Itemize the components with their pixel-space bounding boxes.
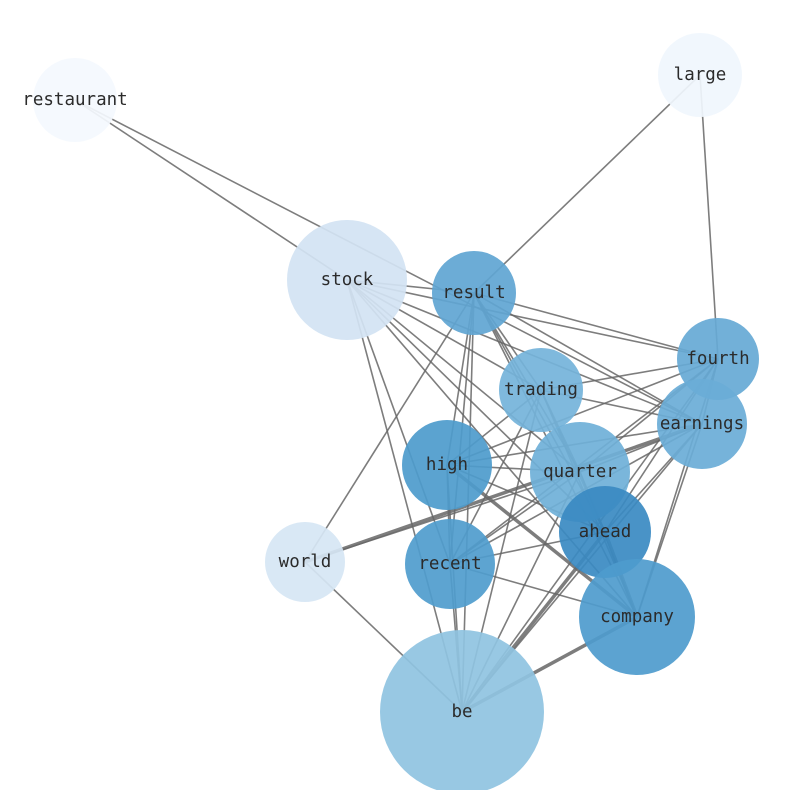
graph-node-ahead[interactable] [559, 486, 651, 578]
graph-node-restaurant[interactable] [33, 58, 117, 142]
graph-node-earnings[interactable] [657, 379, 747, 469]
graph-edge [304, 422, 703, 564]
graph-node-large[interactable] [658, 33, 742, 117]
graph-edge [699, 74, 719, 360]
graph-edge [446, 358, 719, 466]
graph-node-company[interactable] [579, 559, 695, 675]
graph-edge [346, 279, 719, 360]
graph-node-stock[interactable] [287, 220, 407, 340]
graph-node-result[interactable] [432, 251, 516, 335]
graph-edge [473, 292, 719, 360]
graph-node-high[interactable] [402, 420, 492, 510]
graph-edge [473, 74, 701, 294]
graph-node-world[interactable] [265, 522, 345, 602]
graph-node-recent[interactable] [405, 519, 495, 609]
graph-edge [304, 292, 475, 563]
nodes-layer [33, 33, 759, 790]
graph-node-trading[interactable] [499, 348, 583, 432]
graph-node-be[interactable] [380, 630, 544, 790]
